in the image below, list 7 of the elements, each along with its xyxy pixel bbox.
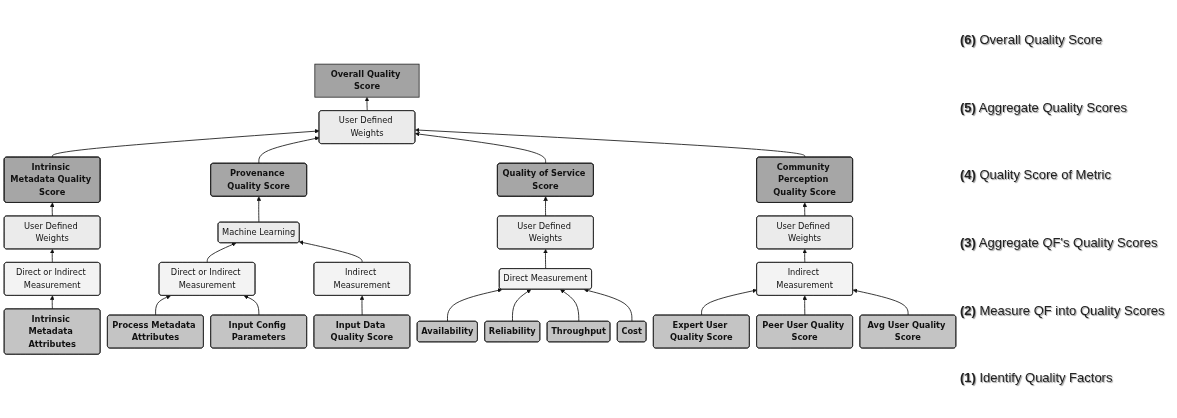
step-note: (1) Identify Quality Factors (960, 370, 1114, 386)
step-note: (6) Overall Quality Score (960, 32, 1104, 48)
step-note: (3) Aggregate QF's Quality Scores (960, 235, 1159, 251)
node-box: Overall Quality Score (314, 63, 420, 98)
step-note: (5) Aggregate Quality Scores (960, 99, 1128, 116)
step-note: (2) Measure QF into Quality Scores (960, 302, 1166, 319)
step-note: (4) Quality Score of Metric (960, 167, 1112, 183)
